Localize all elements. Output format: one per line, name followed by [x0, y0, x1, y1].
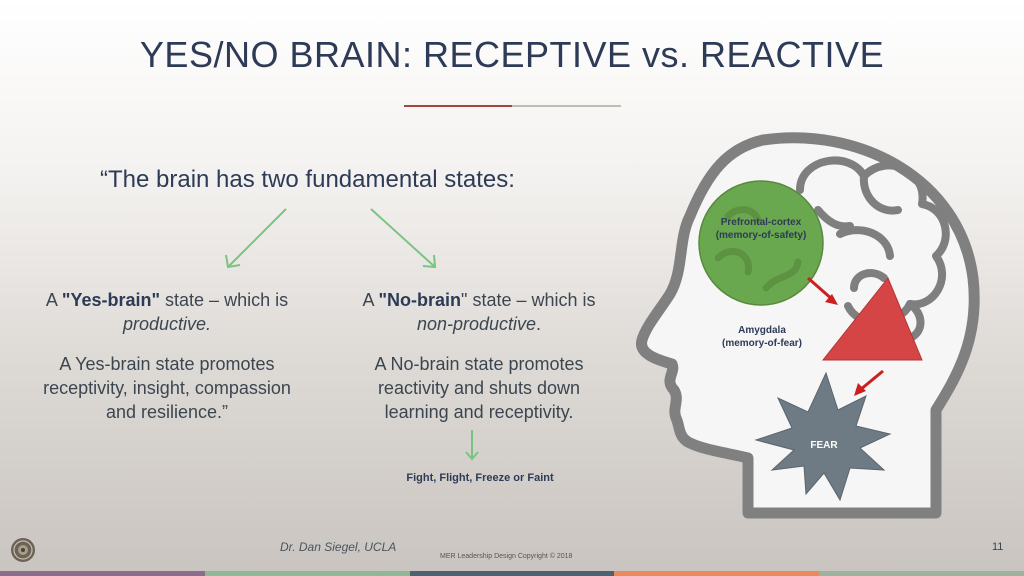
title-divider-red	[404, 105, 512, 107]
yes-brain-description: A Yes-brain state promotes receptivity, …	[43, 354, 291, 422]
stress-response-label: Fight, Flight, Freeze or Faint	[406, 472, 554, 484]
copyright: MER Leadership Design Copyright © 2018	[440, 553, 573, 560]
green-arrow-down-icon	[465, 430, 479, 461]
green-arrow-down-left-icon	[225, 208, 287, 269]
yes-brain-heading: A "Yes-brain" state – which is productiv…	[45, 290, 289, 334]
fear-label: FEAR	[810, 440, 838, 451]
attribution: Dr. Dan Siegel, UCLA	[280, 540, 397, 554]
pfc-label-line1: Prefrontal-cortex	[721, 217, 802, 228]
title-divider-grey	[512, 105, 621, 107]
title-divider	[404, 105, 621, 107]
footer-segment-1	[0, 571, 205, 576]
no-brain-description: A No-brain state promotes reactivity and…	[374, 354, 584, 422]
amygdala-triangle	[821, 277, 923, 361]
quote-intro: “The brain has two fundamental states:	[100, 166, 515, 193]
yes-brain-column: A "Yes-brain" state – which is productiv…	[42, 288, 292, 442]
footer-color-bar	[0, 571, 1024, 576]
prefrontal-cortex-circle	[698, 180, 824, 306]
logo-emblem-icon	[11, 538, 35, 562]
red-arrow-icon	[854, 369, 884, 396]
green-arrow-down-right-icon	[370, 208, 437, 269]
red-arrow-icon	[807, 276, 838, 305]
pfc-label-line2: (memory-of-safety)	[716, 230, 807, 241]
fear-starburst	[754, 371, 892, 502]
brain-diagram: Prefrontal-cortex (memory-of-safety) Amy…	[636, 132, 980, 519]
footer-segment-2	[205, 571, 410, 576]
amygdala-label-line2: (memory-of-fear)	[722, 338, 802, 349]
slide-title: YES/NO BRAIN: RECEPTIVE vs. REACTIVE	[139, 34, 885, 75]
amygdala-label-line1: Amygdala	[738, 325, 786, 336]
brain-outline-icon	[796, 156, 950, 342]
footer-segment-4	[614, 571, 819, 576]
no-brain-heading: A "No-brain" state – which is non-produc…	[362, 290, 596, 334]
no-brain-column: A "No-brain" state – which is non-produc…	[348, 288, 610, 442]
footer-segment-5	[819, 571, 1024, 576]
page-number: 11	[992, 541, 1004, 553]
footer-segment-3	[410, 571, 614, 576]
